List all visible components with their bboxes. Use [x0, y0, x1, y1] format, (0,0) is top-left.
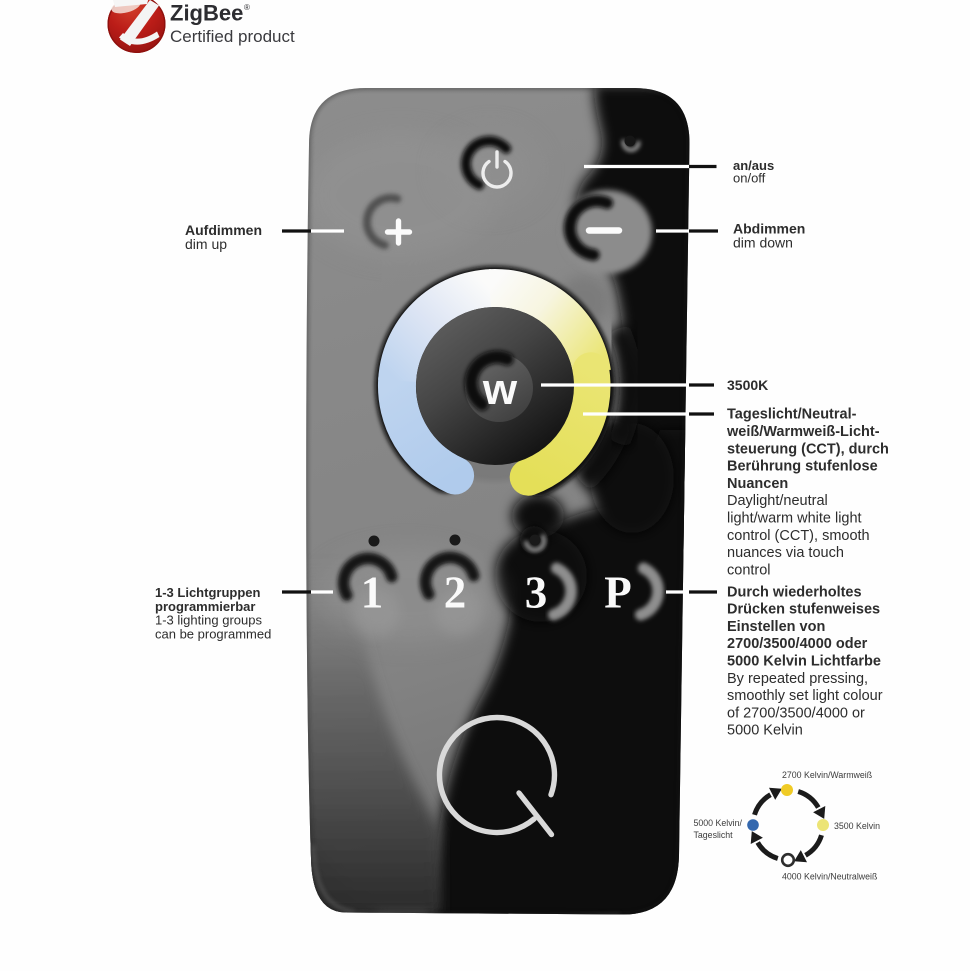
- svg-text:ZigBee: ZigBee: [170, 1, 243, 26]
- svg-text:1-3 Lichtgruppen: 1-3 Lichtgruppen: [155, 585, 261, 600]
- svg-text:Drücken stufenweises: Drücken stufenweises: [727, 602, 880, 618]
- svg-text:of 2700/3500/4000 or: of 2700/3500/4000 or: [727, 705, 865, 721]
- svg-text:1-3 lighting groups: 1-3 lighting groups: [155, 613, 262, 628]
- svg-text:light/warm white light: light/warm white light: [727, 511, 862, 527]
- svg-text:3: 3: [525, 568, 548, 618]
- svg-text:Daylight/neutral: Daylight/neutral: [727, 493, 828, 509]
- svg-text:By repeated pressing,: By repeated pressing,: [727, 671, 868, 687]
- svg-text:3500K: 3500K: [727, 377, 768, 393]
- svg-text:5000 Kelvin Lichtfarbe: 5000 Kelvin Lichtfarbe: [727, 654, 881, 670]
- svg-text:steuerung (CCT), durch: steuerung (CCT), durch: [727, 441, 889, 457]
- svg-text:1: 1: [361, 568, 384, 618]
- svg-text:5000 Kelvin/: 5000 Kelvin/: [694, 818, 743, 828]
- svg-text:control: control: [727, 562, 771, 578]
- svg-text:on/off: on/off: [733, 170, 766, 185]
- svg-text:programmierbar: programmierbar: [155, 599, 255, 614]
- svg-text:Aufdimmen: Aufdimmen: [185, 222, 262, 238]
- svg-text:2700 Kelvin/Warmweiß: 2700 Kelvin/Warmweiß: [782, 770, 873, 780]
- svg-text:Abdimmen: Abdimmen: [733, 221, 805, 237]
- svg-text:smoothly set light colour: smoothly set light colour: [727, 688, 883, 704]
- svg-text:an/aus: an/aus: [733, 158, 774, 173]
- svg-text:w: w: [482, 365, 518, 414]
- svg-text:Durch wiederholtes: Durch wiederholtes: [727, 584, 862, 600]
- svg-text:control (CCT), smooth: control (CCT), smooth: [727, 528, 870, 544]
- svg-text:Einstellen von: Einstellen von: [727, 619, 825, 635]
- svg-text:weiß/Warmweiß-Licht-: weiß/Warmweiß-Licht-: [726, 424, 880, 440]
- svg-text:5000 Kelvin: 5000 Kelvin: [727, 723, 803, 739]
- svg-text:Certified product: Certified product: [170, 27, 295, 46]
- svg-text:®: ®: [244, 3, 250, 12]
- svg-text:nuances via touch: nuances via touch: [727, 545, 844, 561]
- svg-text:Tageslicht: Tageslicht: [694, 830, 734, 840]
- svg-text:2700/3500/4000 oder: 2700/3500/4000 oder: [727, 636, 868, 652]
- svg-text:2: 2: [444, 568, 467, 618]
- svg-text:dim down: dim down: [733, 234, 793, 250]
- svg-text:4000 Kelvin/Neutralweiß: 4000 Kelvin/Neutralweiß: [782, 872, 878, 882]
- svg-text:can be programmed: can be programmed: [155, 626, 271, 641]
- svg-text:Berührung stufenlose: Berührung stufenlose: [727, 459, 878, 475]
- svg-text:3500 Kelvin: 3500 Kelvin: [834, 821, 880, 831]
- svg-text:Tageslicht/Neutral-: Tageslicht/Neutral-: [727, 407, 857, 423]
- svg-text:Nuancen: Nuancen: [727, 476, 788, 492]
- svg-text:dim up: dim up: [185, 236, 227, 252]
- svg-text:P: P: [604, 568, 632, 618]
